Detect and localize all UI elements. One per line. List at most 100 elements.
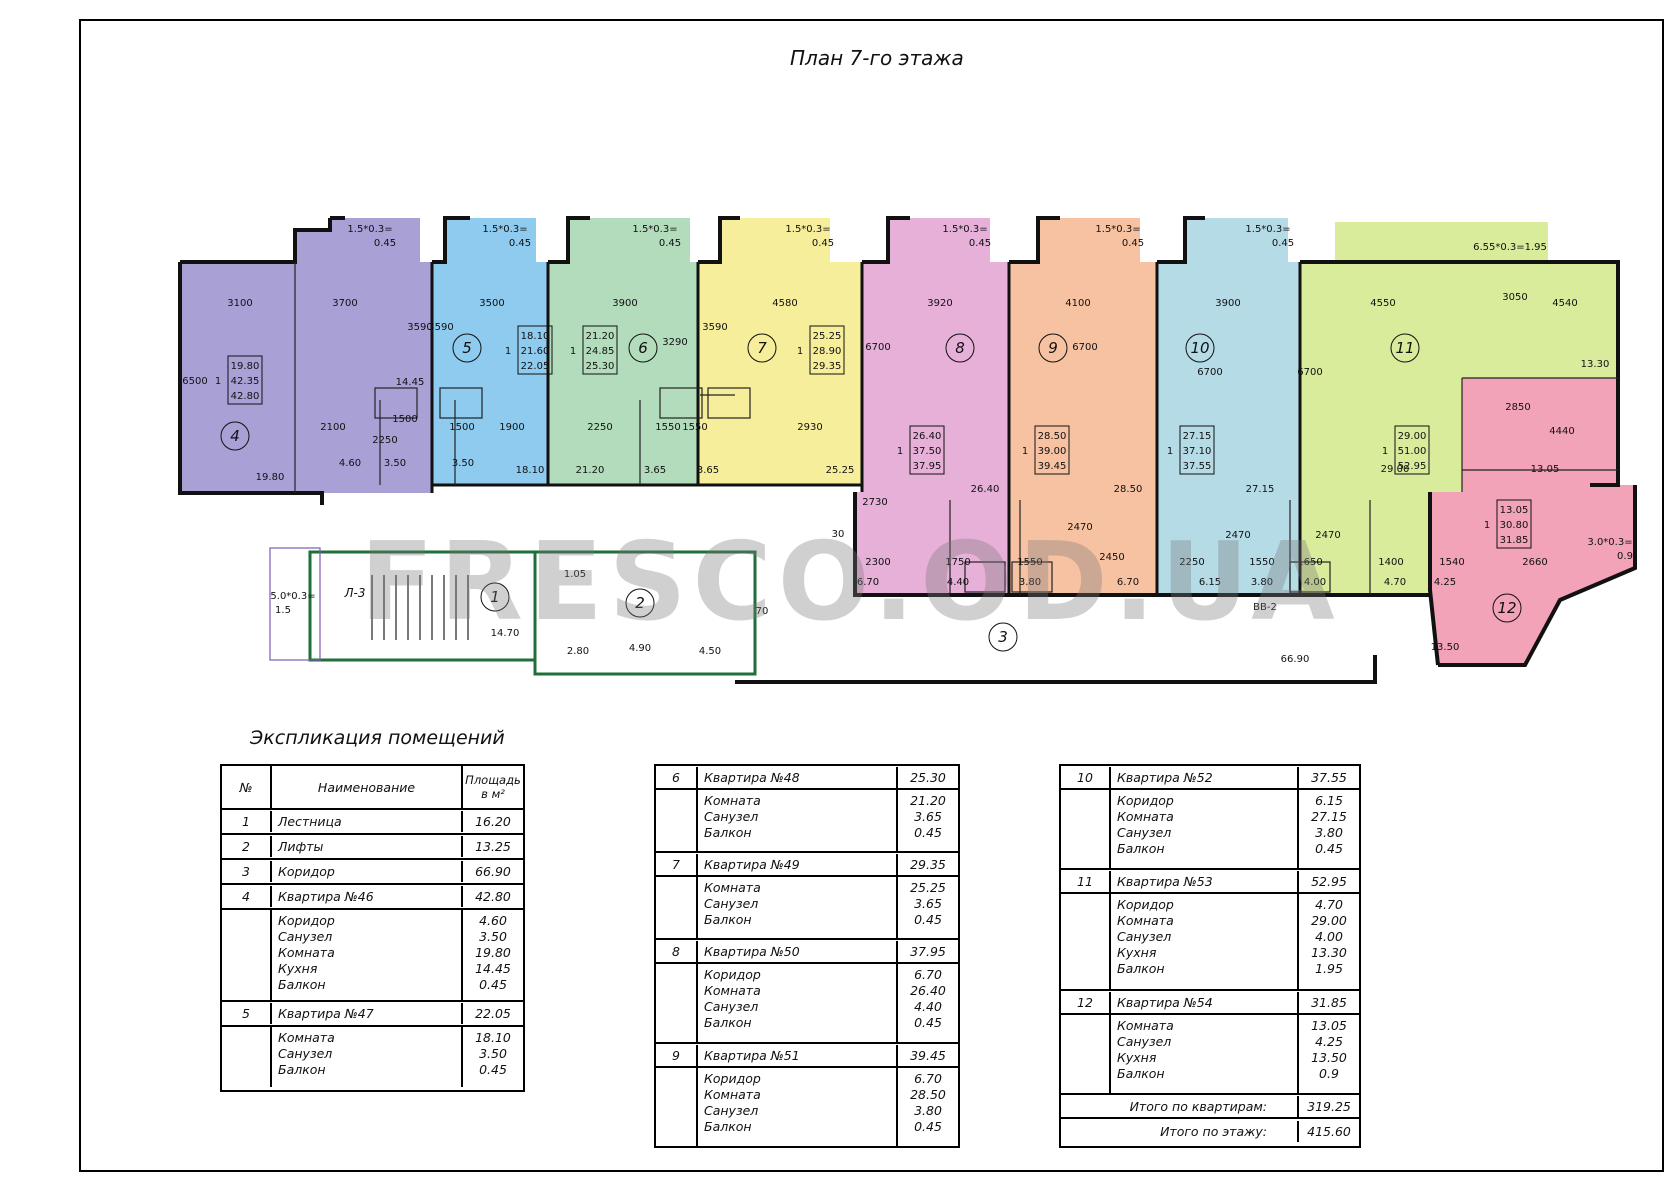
subrow-name: Комната: [1117, 809, 1174, 824]
row-area: 42.80: [461, 886, 523, 907]
apartment-9-label-2: 1550: [1017, 557, 1042, 568]
apartment-number-8: 8: [955, 339, 965, 357]
apartment-12-label-5: 4.25: [1434, 577, 1456, 588]
subrow-name: Балкон: [1117, 841, 1165, 856]
apartment-fill-apt4: [180, 218, 432, 493]
row-no: 1: [242, 814, 250, 829]
apartment-5-area-2: 22.05: [521, 361, 550, 372]
subrow-area: 13.05: [1311, 1018, 1347, 1033]
apartment-12-area-2: 31.85: [1500, 535, 1529, 546]
room-number-3-circle: [988, 622, 1018, 652]
subrow-area: 4.70: [1315, 897, 1343, 912]
row-no: 8: [672, 943, 680, 959]
subrow-name: Санузел: [704, 1103, 759, 1118]
subrow-name: Комната: [704, 793, 761, 808]
subrow-no-cell: [1061, 1015, 1109, 1093]
apartment-11-label-6: 1650: [1297, 557, 1322, 568]
row-no: 6: [672, 769, 680, 785]
subrow-name: Комната: [1117, 1018, 1174, 1033]
bathroom-box-6: [1289, 561, 1331, 593]
apartment-9-label-7: 6.70: [1117, 577, 1139, 588]
row-area: 22.05: [461, 1003, 523, 1024]
room-number-1: 1: [490, 588, 500, 606]
apartment-4-area-1: 42.35: [231, 376, 260, 387]
bathroom-box-4: [964, 561, 1006, 593]
outer-wall-11: [1428, 492, 1440, 666]
row-name: Квартира №51: [696, 1044, 896, 1066]
outer-wall-2: [432, 216, 470, 264]
apartment-8-balcony-1: 0.45: [969, 238, 991, 249]
totals-label: Итого по этажу:: [1160, 1123, 1267, 1139]
apartment-4-label-3: 2100: [320, 422, 345, 433]
apartment-11-label-10: 4.70: [1384, 577, 1406, 588]
outer-wall-8: [1300, 260, 1620, 487]
watermark: FRESCO.OD.UA: [360, 520, 1341, 645]
outer-wall-1: [178, 262, 324, 505]
row-no: 3: [242, 864, 250, 879]
lift-area-2: 2.80: [567, 646, 589, 657]
row-area: 13.25: [461, 836, 523, 857]
apartment-12-label-4: 2660: [1522, 557, 1547, 568]
subrow-name: Санузел: [704, 999, 759, 1014]
apartment-10-area-2: 37.55: [1183, 461, 1212, 472]
apartment-7-label-2: 1550: [682, 422, 707, 433]
subrow-name: Балкон: [704, 912, 752, 927]
row-name: Квартира №48: [696, 766, 896, 788]
apartment-4-label-6: 19.80: [256, 472, 285, 483]
totals-label: Итого по квартирам:: [1129, 1098, 1267, 1114]
apartment-11-area-0: 29.00: [1398, 431, 1427, 442]
apartment-8-area-0: 26.40: [913, 431, 942, 442]
apartment-6-label-3: 1550: [655, 422, 680, 433]
apartment-6-label-2: 2250: [587, 422, 612, 433]
subrow-no-cell: [656, 964, 696, 1042]
apartment-number-7: 7: [757, 339, 767, 357]
subrow-area: 0.45: [479, 1062, 507, 1077]
apartment-4-label-10: 2250: [372, 435, 397, 446]
apartment-7-one: 1: [797, 346, 803, 357]
row-name: Квартира №50: [696, 940, 896, 962]
outer-wall-10: [735, 655, 1377, 684]
stair-label: Л-3: [344, 586, 366, 600]
apartment-12-balcony-0: 3.0*0.3=: [1587, 537, 1632, 548]
header-area: Площадь в м²: [461, 766, 523, 808]
apartment-9-one: 1: [1022, 446, 1028, 457]
subrow-area: 13.30: [1311, 945, 1347, 960]
apartment-4-area-2: 42.80: [231, 391, 260, 402]
apartment-7-balcony-0: 1.5*0.3=: [785, 224, 830, 235]
plan-title: План 7-го этажа: [790, 46, 964, 70]
lift-enclosure: [533, 550, 757, 676]
apartment-7-area-1: 28.90: [813, 346, 842, 357]
apartment-7-label-0: 4580: [772, 298, 797, 309]
row-area: 39.45: [896, 1044, 958, 1066]
subrow-area: 3.50: [479, 929, 507, 944]
apartment-6-label-5: 3.65: [644, 465, 666, 476]
row-no: 2: [242, 839, 250, 854]
bathroom-box-0: [374, 387, 418, 419]
outer-wall-3: [548, 216, 590, 264]
apartment-number-6-circle: [628, 333, 658, 363]
subrow-no-cell: [656, 877, 696, 938]
subrow-name: Коридор: [704, 1071, 761, 1086]
apartment-fill-apt8: [855, 218, 1009, 595]
subrow-area: 6.15: [1315, 793, 1343, 808]
room-number-3: 3: [998, 628, 1008, 646]
subrow-no-cell: [656, 1068, 696, 1148]
subrow-name: Балкон: [1117, 1066, 1165, 1081]
apartment-11-label-9: 4.00: [1304, 577, 1326, 588]
subrow-area: 28.50: [910, 1087, 946, 1102]
row-name: Квартира №54: [1109, 991, 1297, 1013]
apartment-8-balcony-0: 1.5*0.3=: [942, 224, 987, 235]
apartment-8-box: [909, 425, 945, 475]
apartment-6-area-2: 25.30: [586, 361, 615, 372]
